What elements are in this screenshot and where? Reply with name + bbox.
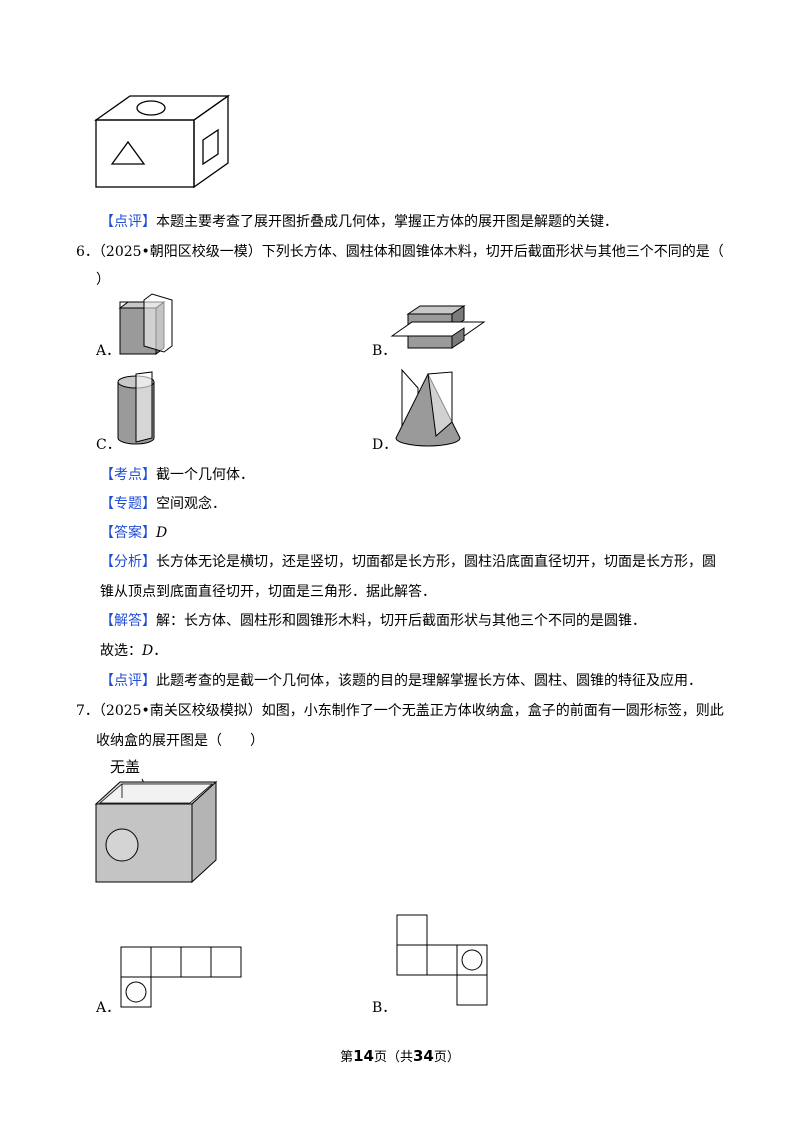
dianping-text: 此题考查的是截一个几何体，该题的目的是理解掌握长方体、圆柱、圆锥的特征及应用． [156, 673, 702, 689]
q6-stem-line2: ） [96, 272, 110, 288]
dianping-line: 【点评】此题考查的是截一个几何体，该题的目的是理解掌握长方体、圆柱、圆锥的特征及… [100, 671, 702, 691]
q7-stem-line1: 7．（2025•南关区校级模拟）如图，小东制作了一个无盖正方体收纳盒，盒子的前面… [76, 701, 724, 721]
option-a-label: A． [96, 343, 121, 359]
question-stem: （2025•南关区校级模拟）如图，小东制作了一个无盖正方体收纳盒，盒子的前面有一… [98, 703, 724, 719]
option-b-label: B． [372, 343, 397, 359]
fenxi-line2: 锥从顶点到底面直径切开，切面是三角形．据此解答． [100, 584, 436, 600]
guxuan-suffix: ． [153, 643, 168, 659]
zhuanti-tag: 【专题】 [100, 496, 156, 512]
option-a-net [120, 946, 242, 1008]
fenxi-line1: 【分析】长方体无论是横切，还是竖切，切面都是长方形，圆柱沿底面直径切开，切面是长… [100, 552, 716, 572]
open-box-figure [94, 778, 218, 884]
option-b-figure [390, 305, 486, 349]
footer-total-pages: 34 [413, 1047, 434, 1065]
option-c-label: C． [96, 437, 121, 453]
comment-text: 本题主要考查了展开图折叠成几何体，掌握正方体的展开图是解题的关键． [156, 214, 618, 230]
page-footer: 第14页（共34页） [0, 1046, 800, 1065]
guxuan-answer: D [142, 643, 154, 659]
question-number: 7． [76, 703, 99, 719]
jieda-text: 解：长方体、圆柱形和圆锥形木料，切开后截面形状与其他三个不同的是圆锥． [156, 613, 646, 629]
question-number: 6． [76, 244, 99, 260]
dianping-tag: 【点评】 [100, 673, 156, 689]
kaodian-text: 截一个几何体． [156, 467, 254, 483]
footer-suffix: 页） [433, 1050, 460, 1065]
q5-comment: 【点评】本题主要考查了展开图折叠成几何体，掌握正方体的展开图是解题的关键． [100, 212, 618, 232]
guxuan-prefix: 故选： [100, 643, 142, 659]
footer-prefix: 第 [340, 1050, 354, 1065]
q7-option-a-label: A． [96, 1000, 121, 1016]
jieda-tag: 【解答】 [100, 613, 156, 629]
daan-text: D [156, 525, 168, 541]
kaodian-tag: 【考点】 [100, 467, 156, 483]
q7-stem-line2: 收纳盒的展开图是（ ） [96, 733, 264, 749]
q7-option-b-label: B． [372, 1000, 397, 1016]
daan-tag: 【答案】 [100, 525, 156, 541]
zhuanti-text: 空间观念． [156, 496, 226, 512]
footer-page-number: 14 [353, 1047, 374, 1065]
question-stem: （2025•朝阳区校级一模）下列长方体、圆柱体和圆锥体木料，切开后截面形状与其他… [98, 244, 724, 260]
footer-mid: 页（共 [373, 1050, 413, 1065]
fenxi-text: 长方体无论是横切，还是竖切，切面都是长方形，圆柱沿底面直径切开，切面是长方形，圆 [156, 554, 716, 570]
option-a-figure [118, 293, 173, 355]
comment-tag: 【点评】 [100, 214, 156, 230]
option-d-label: D． [372, 437, 398, 453]
q6-stem-line1: 6．（2025•朝阳区校级一模）下列长方体、圆柱体和圆锥体木料，切开后截面形状与… [76, 242, 724, 262]
option-c-figure [117, 371, 155, 445]
kaodian-line: 【考点】截一个几何体． [100, 465, 254, 485]
option-d-figure [395, 368, 461, 447]
fenxi-tag: 【分析】 [100, 554, 156, 570]
cube-figure [93, 94, 231, 189]
zhuanti-line: 【专题】空间观念． [100, 494, 226, 514]
guxuan-line: 故选：D． [100, 641, 167, 661]
option-b-net [396, 914, 488, 1006]
box-label: 无盖 [110, 758, 141, 776]
daan-line: 【答案】D [100, 523, 167, 543]
jieda-line: 【解答】解：长方体、圆柱形和圆锥形木料，切开后截面形状与其他三个不同的是圆锥． [100, 611, 646, 631]
